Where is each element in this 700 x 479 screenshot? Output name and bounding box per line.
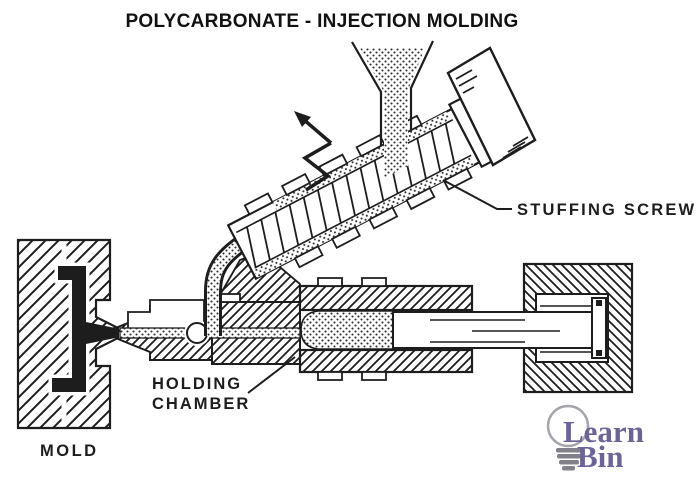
stuffing-screw-leader xyxy=(442,179,512,210)
plunger-motion-lines xyxy=(430,319,560,343)
hopper-walls xyxy=(351,40,434,146)
holding-chamber-leader xyxy=(247,356,296,394)
molded-part xyxy=(52,266,86,392)
hopper-pellets xyxy=(360,48,425,178)
heater-tabs-top xyxy=(317,277,387,287)
arrow-zigzag xyxy=(301,141,332,192)
label-holding-line1: HOLDING xyxy=(152,375,242,393)
chamber-wall-bottom xyxy=(298,348,474,374)
arrow-head xyxy=(294,111,311,127)
flange-key-top xyxy=(596,300,602,306)
plunger xyxy=(392,297,607,359)
barrel-heater-tabs-top xyxy=(243,114,423,216)
logo-word-learn: Learn xyxy=(563,414,644,449)
logo-word-bin: Bin xyxy=(577,439,624,474)
holding-chamber xyxy=(119,277,474,381)
barrel-heater-tabs-bottom xyxy=(293,167,473,269)
heater-tabs-bottom xyxy=(317,371,387,381)
sprue xyxy=(86,322,120,344)
melt-pool xyxy=(300,310,394,350)
drive-block-ticks xyxy=(455,69,529,159)
drive-block-body xyxy=(446,46,537,167)
ram-cavity-lips xyxy=(540,305,592,353)
label-stuffing-screw: STUFFING SCREW xyxy=(517,201,696,219)
chamber-wall-top xyxy=(298,284,474,312)
arrow-shaft xyxy=(301,117,333,145)
plunger-flange xyxy=(591,297,607,359)
barrel-melt-film-bottom xyxy=(253,156,475,278)
flange-key-bottom xyxy=(596,350,602,356)
learnbin-logo: Learn Bin xyxy=(546,404,644,474)
mold-block xyxy=(16,238,120,430)
drive-block xyxy=(446,46,537,167)
bulb-base-icon xyxy=(556,448,582,471)
hopper xyxy=(351,40,434,178)
bulb-icon xyxy=(546,404,590,448)
diagram-title: POLYCARBONATE - INJECTION MOLDING xyxy=(125,11,518,32)
label-mold: MOLD xyxy=(40,442,99,460)
rotation-arrow xyxy=(294,111,333,192)
label-holding-line2: CHAMBER xyxy=(152,395,250,413)
stuffing-screw-barrel xyxy=(226,93,528,281)
